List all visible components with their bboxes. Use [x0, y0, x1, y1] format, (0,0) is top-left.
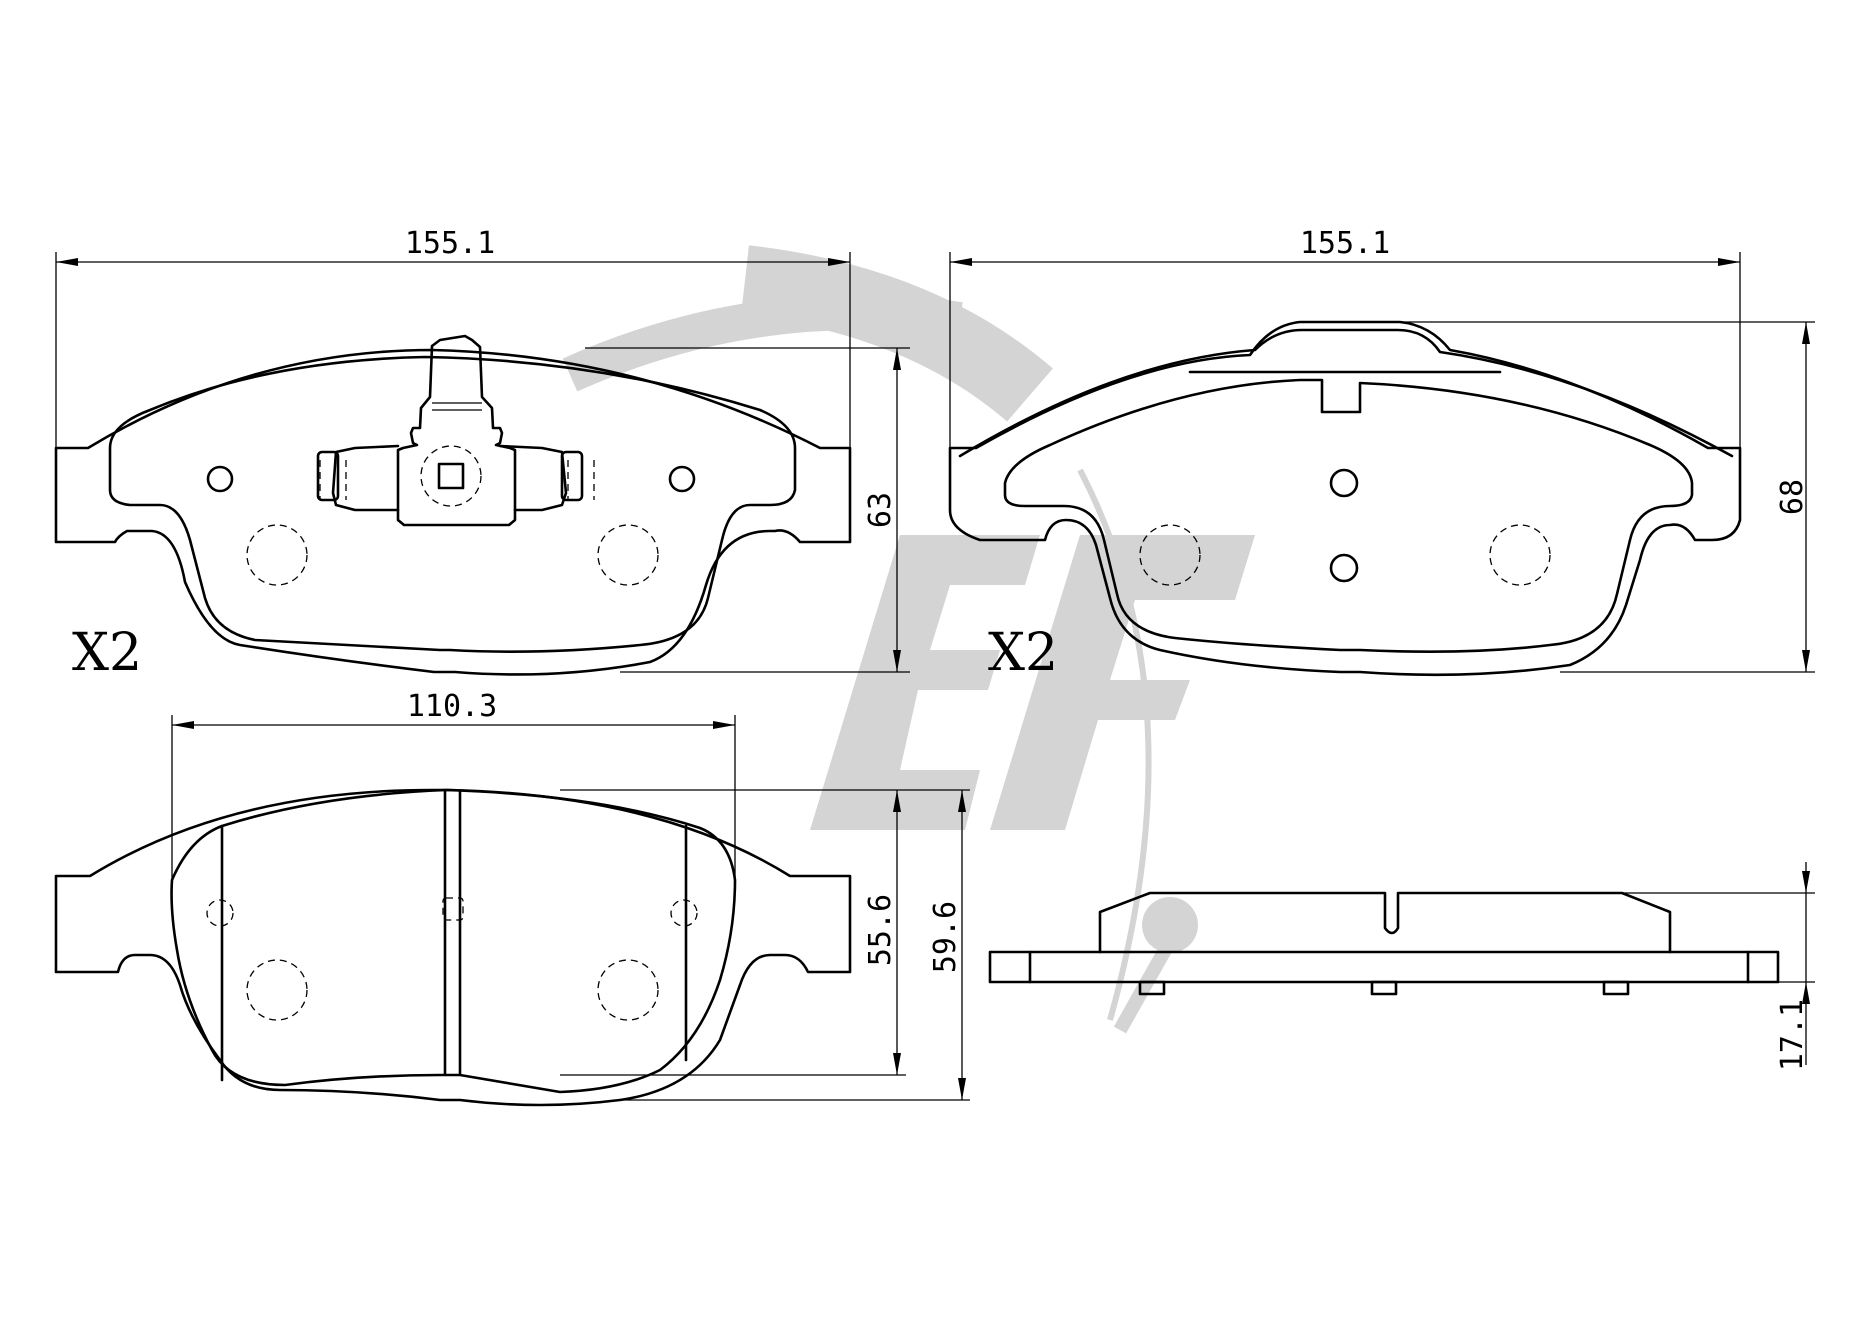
- front-view-1-quantity: X2: [72, 623, 142, 683]
- front-view-1-height-label: 63: [863, 492, 898, 528]
- front-view-2-quantity: X2: [988, 623, 1058, 683]
- side-view: [988, 891, 1780, 996]
- front-view-2-height-label: 68: [1775, 479, 1810, 515]
- front-view-clip: X2: [54, 334, 852, 683]
- friction-view-width-dimension: 110.3: [171, 689, 736, 880]
- watermark-logo: [562, 245, 1255, 1034]
- front-view-2-width-dimension: 155.1: [949, 226, 1741, 448]
- friction-view-outer-height-label: 59.6: [928, 901, 963, 973]
- watermark-letter-e: [810, 535, 1040, 830]
- front-view-1-height-dimension: 63: [585, 347, 910, 673]
- friction-view-inner-height-label: 55.6: [863, 894, 898, 966]
- side-view-thickness-label: 17.1: [1775, 999, 1810, 1071]
- friction-view: [54, 788, 852, 1107]
- front-view-1-width-label: 155.1: [405, 226, 495, 261]
- front-view-2-height-dimension: 68: [1400, 321, 1815, 673]
- front-view-tab: X2: [948, 320, 1742, 683]
- front-view-2-width-label: 155.1: [1300, 226, 1390, 261]
- watermark-letter-f: [990, 535, 1255, 830]
- friction-view-height-dimensions: 55.6 59.6: [560, 789, 970, 1101]
- front-view-1-width-dimension: 155.1: [55, 226, 851, 448]
- side-view-thickness-dimension: 17.1: [1622, 862, 1815, 1071]
- friction-view-width-label: 110.3: [407, 689, 497, 724]
